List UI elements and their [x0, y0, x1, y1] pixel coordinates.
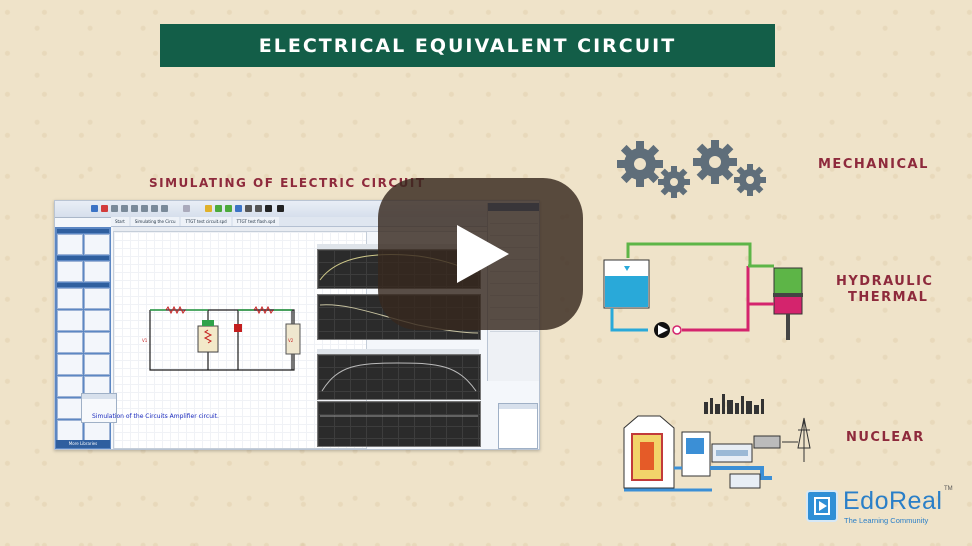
label-hydraulic: HYDRAULIC [836, 274, 934, 289]
hydraulic-diagram [603, 242, 803, 340]
scope-header-2 [317, 349, 479, 354]
tab-simulating: Simulating the Circu [130, 217, 180, 226]
logo-trademark: TM [944, 486, 953, 492]
nuclear-plant-diagram [623, 394, 811, 492]
circuit-schematic: V1 V2 [142, 305, 301, 371]
preview-window [498, 403, 538, 449]
gears-icon [617, 140, 766, 198]
play-icon [456, 225, 509, 283]
more-libraries-label: More Libraries [56, 440, 110, 448]
logo-play-icon [806, 490, 838, 522]
scope-plot-3 [317, 354, 481, 400]
video-play-button[interactable] [378, 178, 583, 330]
label-thermal: THERMAL [848, 290, 929, 305]
logo-tagline: The Learning Community [844, 516, 929, 525]
label-nuclear: NUCLEAR [846, 430, 925, 445]
tab-test-flash: TTGT test flash.spd [232, 217, 280, 226]
logo-name: EdoReal [843, 487, 943, 515]
component-palette: More Libraries [55, 227, 111, 449]
page-title: ELECTRICAL EQUIVALENT CIRCUIT [258, 34, 677, 57]
scope-plot-4 [317, 401, 481, 447]
app-tab-bar: Start Simulating the Circu TTGT test cir… [111, 217, 539, 227]
wiring-toolbox [81, 393, 117, 423]
tab-test-circuit: TTGT test circuit.spd [181, 217, 231, 226]
svg-text:V1: V1 [142, 338, 148, 343]
simulation-heading: SIMULATING OF ELECTRIC CIRCUIT [149, 176, 426, 190]
edoreal-logo: EdoReal TM The Learning Community [806, 486, 956, 528]
label-mechanical: MECHANICAL [818, 157, 929, 172]
title-banner: ELECTRICAL EQUIVALENT CIRCUIT [160, 24, 775, 67]
simulation-caption: Simulation of the Circuits Amplifier cir… [92, 413, 219, 420]
tab-start: Start [111, 217, 129, 226]
svg-text:V2: V2 [288, 338, 294, 343]
